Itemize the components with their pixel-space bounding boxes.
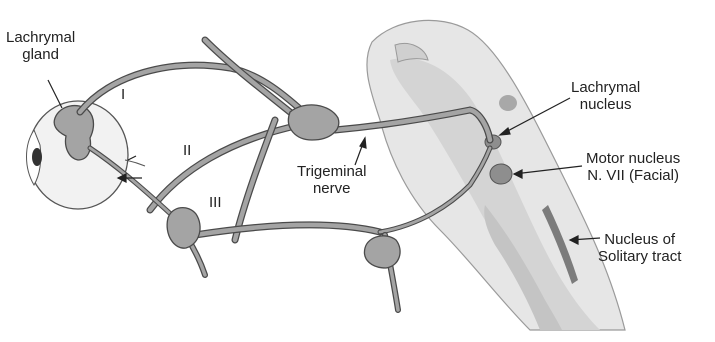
gland-pointer (48, 80, 62, 108)
label-lachrymal-gland-line2: gland (6, 46, 75, 63)
label-roman-3: III (209, 194, 222, 211)
label-lachrymal-gland: Lachrymal gland (6, 29, 75, 63)
label-nucleus-solitary: Nucleus of Solitary tract (598, 231, 681, 265)
upper-nucleus-marker (499, 95, 517, 111)
pterygopalatine-ganglion (167, 208, 200, 249)
label-nucleus-solitary-line2: Solitary tract (598, 248, 681, 265)
label-motor-nucleus-line1: Motor nucleus (586, 150, 680, 167)
label-motor-nucleus-line2: N. VII (Facial) (586, 167, 680, 184)
label-lachrymal-nucleus-line2: nucleus (571, 96, 640, 113)
eye-tick (128, 156, 136, 160)
label-trigeminal-line1: Trigeminal (297, 163, 366, 180)
label-motor-nucleus: Motor nucleus N. VII (Facial) (586, 150, 680, 184)
pupil (32, 148, 42, 166)
nerve-II (150, 125, 300, 210)
label-trigeminal-line2: nerve (297, 180, 366, 197)
geniculate-ganglion (364, 236, 400, 268)
label-roman-2: II (183, 142, 191, 159)
label-lachrymal-gland-line1: Lachrymal (6, 29, 75, 46)
label-roman-1: I (121, 86, 125, 103)
label-trigeminal-nerve: Trigeminal nerve (297, 163, 366, 197)
label-lachrymal-nucleus-line1: Lachrymal (571, 79, 640, 96)
label-nucleus-solitary-line1: Nucleus of (598, 231, 681, 248)
trigeminal-ganglion (288, 105, 338, 140)
motor-nucleus-marker (490, 164, 512, 184)
label-lachrymal-nucleus: Lachrymal nucleus (571, 79, 640, 113)
